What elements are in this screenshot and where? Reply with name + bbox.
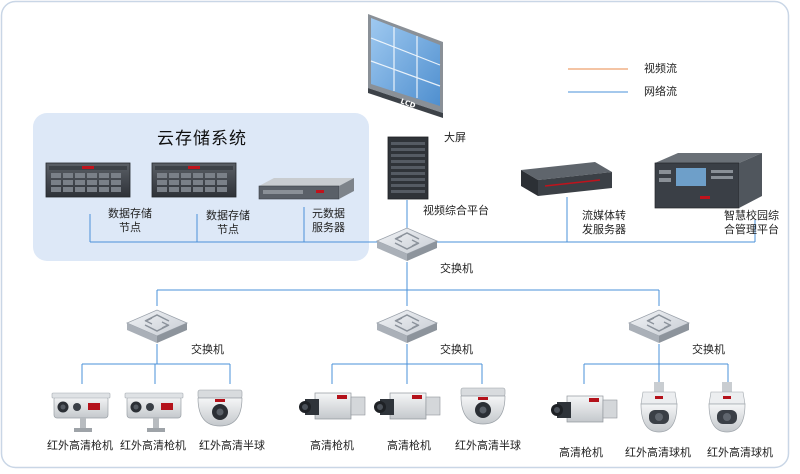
storage-node-1	[45, 162, 131, 198]
label-camera-6: 红外高清半球	[455, 439, 521, 452]
storage-node-2	[151, 162, 237, 198]
label-screen: 大屏	[444, 131, 466, 144]
label-storage-node-2: 数据存储 节点	[206, 209, 250, 236]
video-platform-device	[387, 136, 429, 200]
metadata-server	[258, 178, 354, 200]
label-camera-1: 红外高清枪机	[47, 439, 113, 452]
label-camera-4: 高清枪机	[310, 439, 354, 452]
label-streaming-server: 流媒体转 发服务器	[582, 209, 626, 236]
streaming-server	[521, 162, 612, 196]
label-camera-3: 红外高清半球	[199, 439, 265, 452]
video-wall-screen: LCD	[368, 14, 443, 118]
label-metadata-server: 元数据 服务器	[312, 207, 345, 234]
legend-video-label: 视频流	[644, 62, 677, 75]
label-camera-2: 红外高清枪机	[120, 439, 186, 452]
label-switch-mid: 交换机	[440, 343, 473, 356]
legend-network-label: 网络流	[644, 85, 677, 98]
camera-ir-dome-2	[460, 387, 506, 425]
label-camera-8: 红外高清球机	[625, 446, 691, 459]
camera-ir-dome-1	[197, 389, 243, 427]
label-camera-9: 红外高清球机	[707, 446, 773, 459]
label-camera-7: 高清枪机	[559, 446, 603, 459]
label-campus-platform: 智慧校园综 合管理平台	[724, 209, 779, 236]
label-switch-left: 交换机	[191, 343, 224, 356]
label-camera-5: 高清枪机	[387, 439, 431, 452]
label-video-platform: 视频综合平台	[423, 204, 489, 217]
label-storage-node-1: 数据存储 节点	[108, 207, 152, 234]
campus-management-platform	[654, 153, 762, 209]
label-core-switch: 交换机	[440, 262, 473, 275]
label-switch-right: 交换机	[692, 343, 725, 356]
cloud-storage-title: 云存储系统	[157, 129, 247, 149]
